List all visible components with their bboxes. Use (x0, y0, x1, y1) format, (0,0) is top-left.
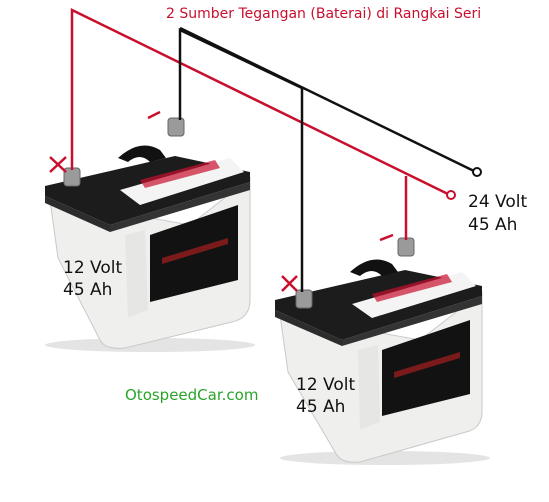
battery-2-capacity: 45 Ah (296, 397, 346, 417)
battery-1 (45, 117, 255, 352)
battery-2-voltage: 12 Volt (296, 375, 356, 395)
watermark: OtospeedCar.com (125, 386, 259, 404)
b2-minus-mark (379, 233, 394, 242)
red-wire-positive (70, 7, 451, 197)
output-positive-terminal (446, 190, 456, 200)
b2-plus-mark-b (281, 275, 298, 292)
diagram-title: 2 Sumber Tegangan (Baterai) di Rangkai S… (166, 6, 482, 22)
b1-plus-mark-b (49, 156, 67, 173)
black-wire-negative (179, 26, 477, 174)
terminal-markers (49, 110, 394, 292)
output-voltage: 24 Volt (468, 192, 528, 212)
b1-minus-mark (147, 110, 161, 120)
output-capacity: 45 Ah (468, 215, 518, 235)
battery-1-capacity: 45 Ah (63, 280, 113, 300)
wires (70, 7, 477, 292)
battery-2 (275, 237, 490, 465)
battery-1-voltage: 12 Volt (63, 258, 123, 278)
output-negative-terminal (472, 167, 482, 177)
